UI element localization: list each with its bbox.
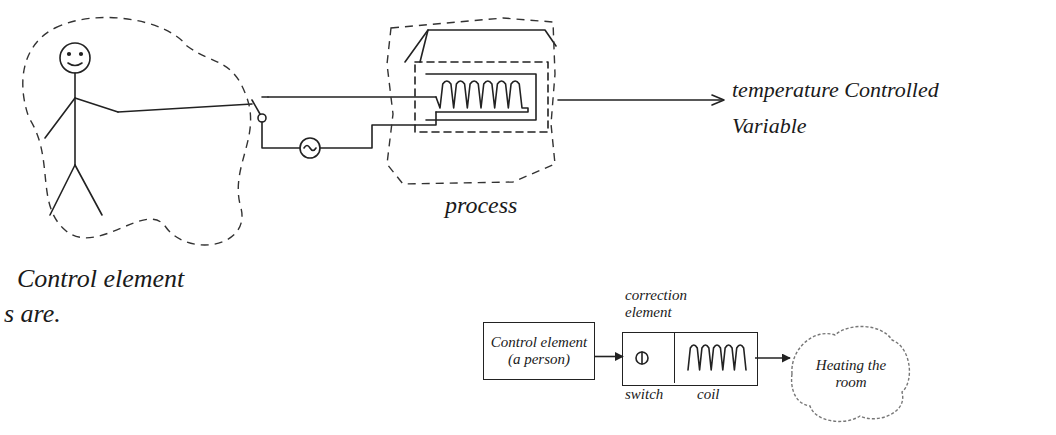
node-label: coil bbox=[697, 386, 757, 403]
region-outline: Control element bbox=[15, 8, 260, 258]
outline-shape bbox=[15, 8, 260, 258]
heating-coil bbox=[436, 81, 528, 112]
node-label: process bbox=[445, 192, 565, 220]
region-outline: process bbox=[383, 14, 563, 190]
result-cloud: Heating the room bbox=[790, 322, 912, 426]
ac-source-symbol bbox=[300, 138, 320, 158]
node-label: correction element bbox=[625, 287, 735, 322]
block-box: correction elementswitchcoil bbox=[622, 332, 758, 386]
outline-shape bbox=[383, 14, 563, 190]
flow-arrow bbox=[755, 357, 790, 359]
person-figure bbox=[45, 43, 118, 215]
coil-symbol-small bbox=[688, 345, 746, 370]
block-box: coil bbox=[675, 333, 755, 383]
output-arrowhead bbox=[712, 95, 724, 105]
switch-symbol-small bbox=[636, 352, 648, 364]
switch-symbol bbox=[252, 97, 268, 122]
fragment-text: s are. bbox=[4, 298, 94, 329]
node-label: Heating the room bbox=[810, 357, 892, 392]
block-box: switch bbox=[623, 333, 675, 383]
node-label: switch bbox=[625, 386, 685, 403]
node-label: Control element bbox=[17, 264, 257, 294]
flow-arrow bbox=[595, 356, 623, 358]
hand-wire bbox=[118, 104, 252, 112]
output-label: temperature Controlled Variable bbox=[732, 72, 950, 144]
circuit-wire bbox=[320, 112, 436, 148]
circuit-wire bbox=[262, 122, 300, 148]
house-drawing bbox=[405, 30, 556, 132]
node-label: Control element (a person) bbox=[489, 334, 589, 369]
block-box: Control element (a person) bbox=[483, 322, 595, 380]
circuit-wire bbox=[268, 96, 436, 98]
output-arrow bbox=[558, 99, 722, 101]
